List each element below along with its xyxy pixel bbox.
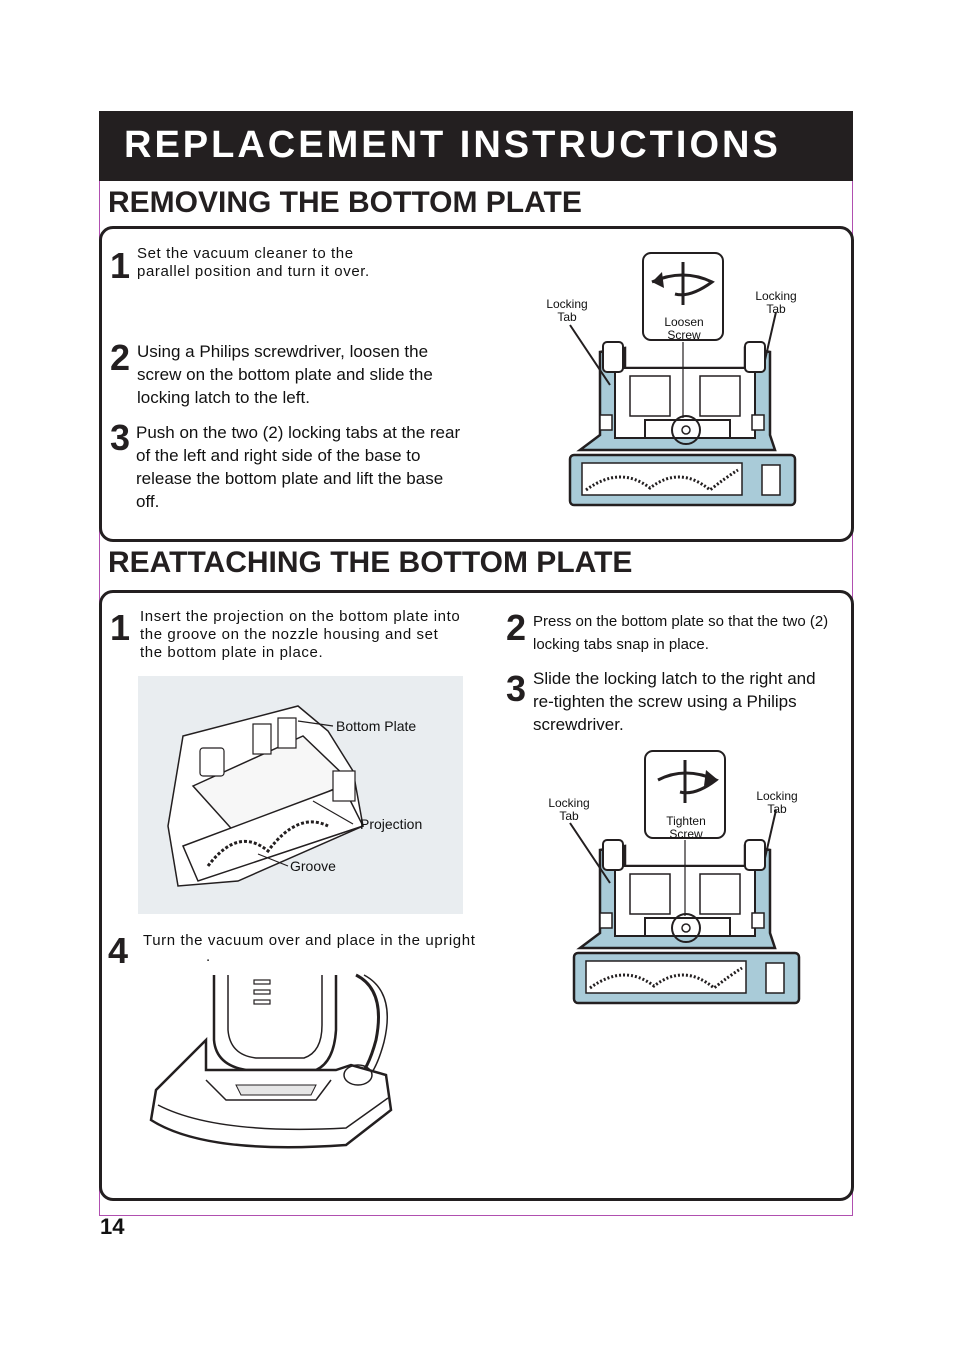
upright-vacuum-illustration (149, 973, 393, 1149)
removing-step-2-text: Using a Philips screwdriver, loosen the … (137, 342, 433, 407)
reattaching-panel (99, 590, 854, 1201)
label-projection: Projection (360, 816, 423, 832)
removing-step-3-text: Push on the two (2) locking tabs at the … (136, 423, 461, 511)
label-bottom-plate: Bottom Plate (336, 718, 417, 734)
reattaching-step-4-number: 4 (108, 930, 129, 971)
reattaching-step-2-text: Press on the bottom plate so that the tw… (533, 613, 829, 653)
reattaching-step-3-text: Slide the locking latch to the right and… (533, 669, 816, 734)
removing-step-3-number: 3 (110, 417, 131, 458)
label-locking-tab-right: Locking Tab (755, 289, 797, 316)
label-locking-tab-left: Locking Tab (546, 297, 588, 324)
reattaching-step-4-text: Turn the vacuum over and place in the up… (143, 932, 476, 949)
reattaching-step-1-number: 1 (110, 607, 131, 648)
label-groove: Groove (290, 858, 336, 874)
reattaching-step-1-text: Insert the projection on the bottom plat… (140, 608, 461, 661)
label-locking-tab-right-2: Locking Tab (756, 789, 798, 816)
section-title-removing: REMOVING THE BOTTOM PLATE (108, 186, 582, 219)
reattaching-step-3-number: 3 (506, 668, 527, 709)
section-title-reattaching: REATTACHING THE BOTTOM PLATE (108, 546, 633, 579)
label-locking-tab-left-2: Locking Tab (548, 796, 590, 823)
reattaching-step-4-text-tail: . (206, 948, 211, 965)
bottom-plate-insert-illustration (138, 676, 463, 914)
label-loosen-screw: Loosen Screw (664, 315, 704, 342)
vacuum-underside-tighten-illustration (569, 750, 801, 1005)
title-banner (99, 111, 853, 181)
vacuum-underside-illustration (568, 252, 797, 507)
reattaching-step-2-number: 2 (506, 607, 527, 648)
page-title: REPLACEMENT INSTRUCTIONS (124, 124, 781, 166)
label-tighten-screw: Tighten Screw (666, 814, 706, 841)
removing-step-1-text: Set the vacuum cleaner to the parallel p… (137, 245, 370, 280)
removing-step-1-number: 1 (110, 245, 131, 286)
removing-panel (99, 226, 854, 542)
page-number: 14 (100, 1214, 125, 1239)
removing-step-2-number: 2 (110, 337, 131, 378)
